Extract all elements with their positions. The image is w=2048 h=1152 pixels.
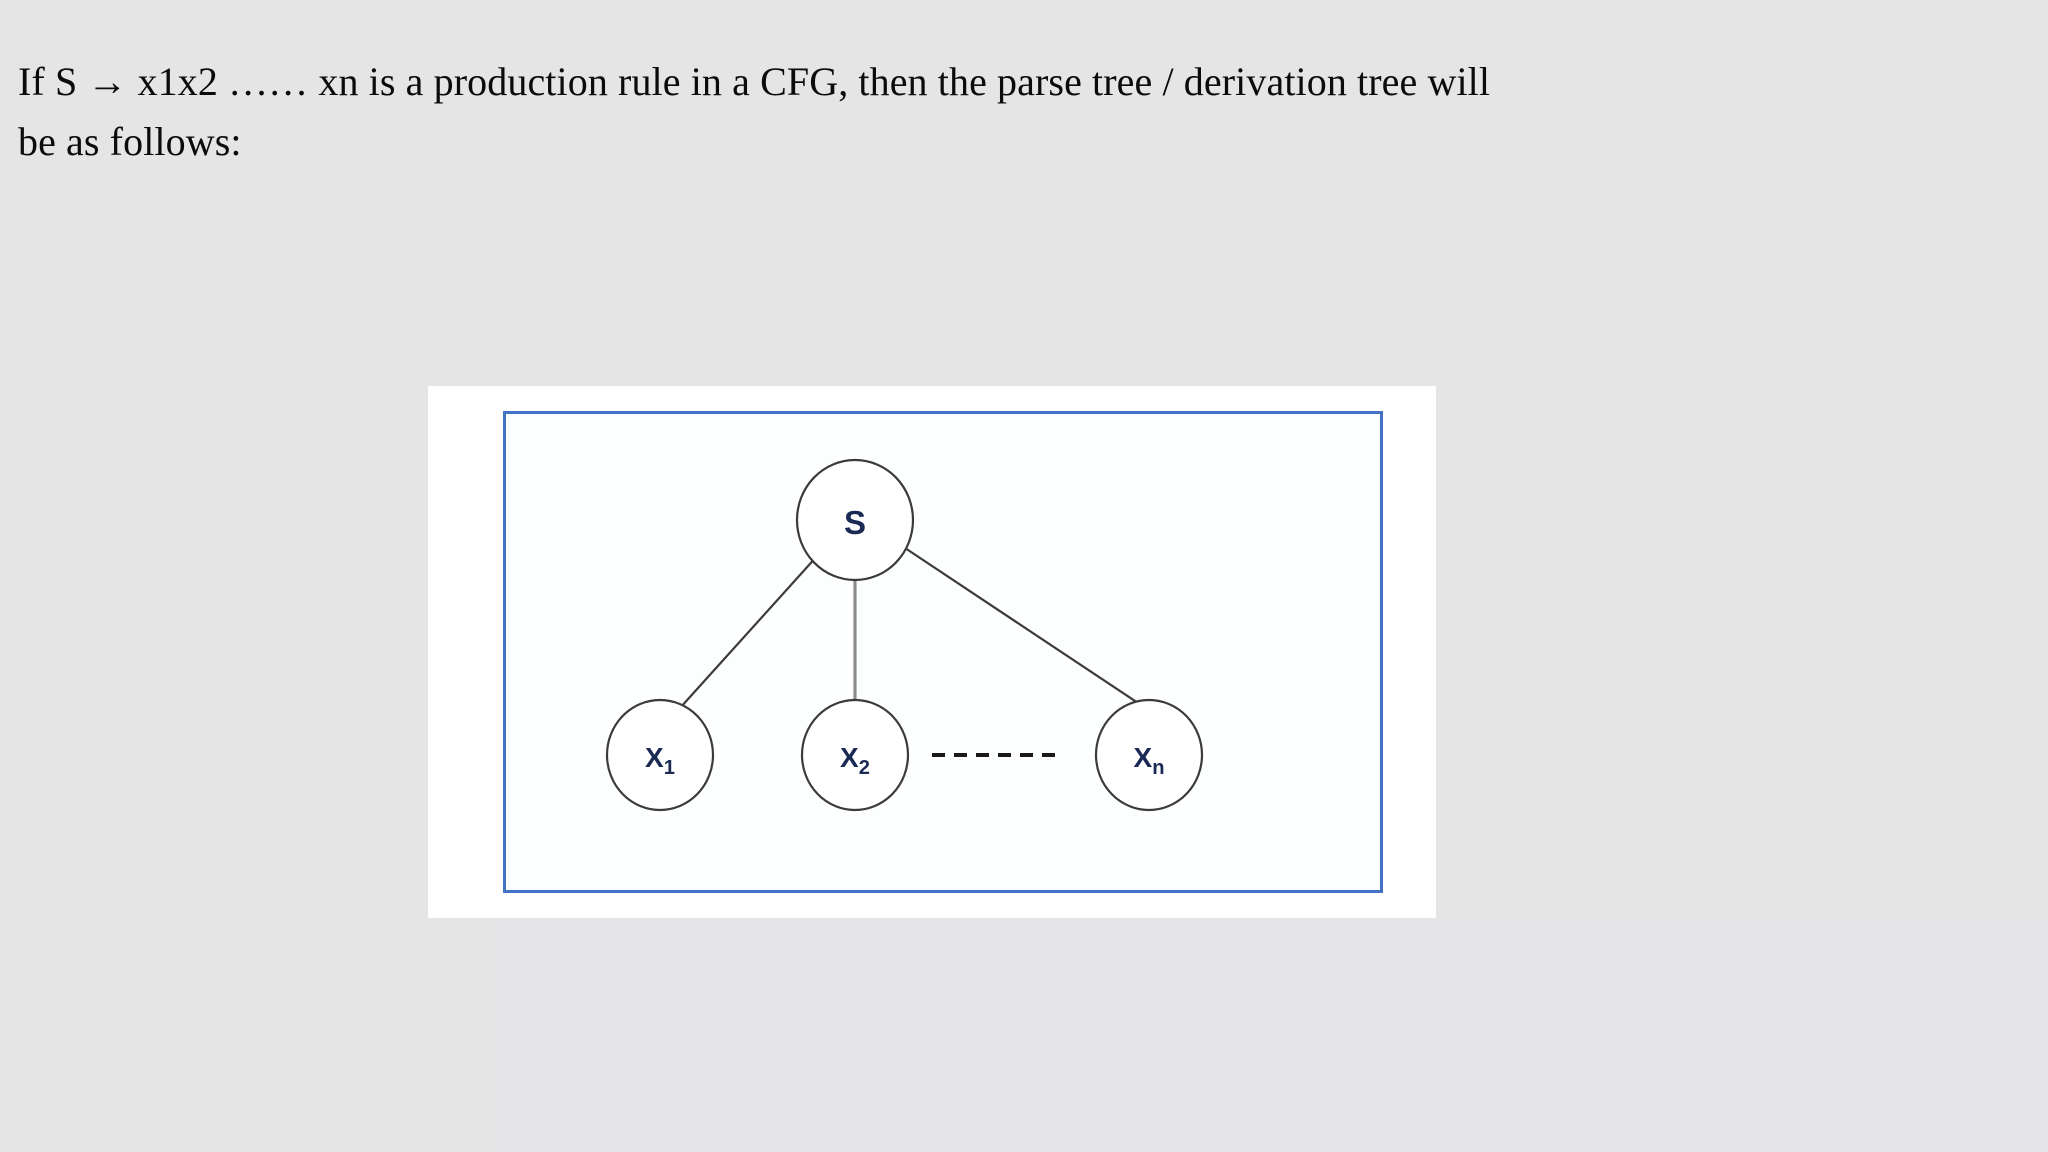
node-label-s: S xyxy=(844,504,866,541)
figure-card: S X1 X2 Xn xyxy=(428,386,1436,918)
node-label-x1: X1 xyxy=(645,742,675,779)
node-circle-xn xyxy=(1094,698,1204,812)
node-label-x2: X2 xyxy=(840,742,870,779)
node-label-xn: Xn xyxy=(1134,742,1165,779)
node-circle-s xyxy=(795,458,915,582)
edge-s-to-x1 xyxy=(678,553,820,710)
edge-s-to-xn xyxy=(894,540,1146,709)
tree-node-x2: X2 xyxy=(800,698,910,812)
background-seam xyxy=(497,918,2048,1152)
node-circle-x1 xyxy=(605,698,715,812)
prose-line-2: be as follows: xyxy=(18,119,242,164)
tree-node-s: S xyxy=(795,458,915,582)
tree-edges xyxy=(678,540,1146,710)
tree-node-x1: X1 xyxy=(605,698,715,812)
parse-tree-diagram: S X1 X2 Xn xyxy=(605,458,1204,812)
prose-block: If S → x1x2 …… xn is a production rule i… xyxy=(18,52,1978,172)
figure-frame xyxy=(503,411,1383,893)
prose-line-1: If S → x1x2 …… xn is a production rule i… xyxy=(18,59,1491,104)
node-circle-x2 xyxy=(800,698,910,812)
tree-node-xn: Xn xyxy=(1094,698,1204,812)
